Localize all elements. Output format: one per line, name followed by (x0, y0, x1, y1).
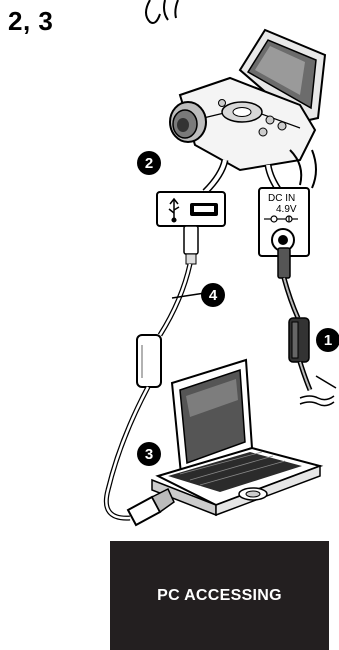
dc-in-voltage: 4.9V (268, 204, 297, 215)
connection-diagram (0, 0, 339, 540)
pc-accessing-panel: PC ACCESSING (110, 541, 329, 650)
callout-connect-camera: 2 (137, 151, 161, 175)
pc-accessing-text: PC ACCESSING (157, 587, 282, 605)
dc-in-text: DC IN (268, 193, 297, 204)
callout-connect-pc: 3 (137, 442, 161, 466)
camcorder-icon (170, 30, 325, 188)
hand-icon (146, 0, 178, 23)
ferrite-core-icon (289, 318, 309, 362)
ferrite-core-icon (137, 335, 161, 387)
usb-plug-icon (128, 489, 174, 525)
callout-ac-adaptor: 1 (316, 328, 339, 352)
callout-usb-cable: 4 (201, 283, 225, 307)
ac-cable (278, 248, 336, 406)
usb-port-panel (157, 192, 225, 226)
dc-in-label: DC IN 4.9V (268, 193, 297, 215)
usb-port-icon (190, 203, 218, 216)
laptop-icon (152, 360, 320, 515)
